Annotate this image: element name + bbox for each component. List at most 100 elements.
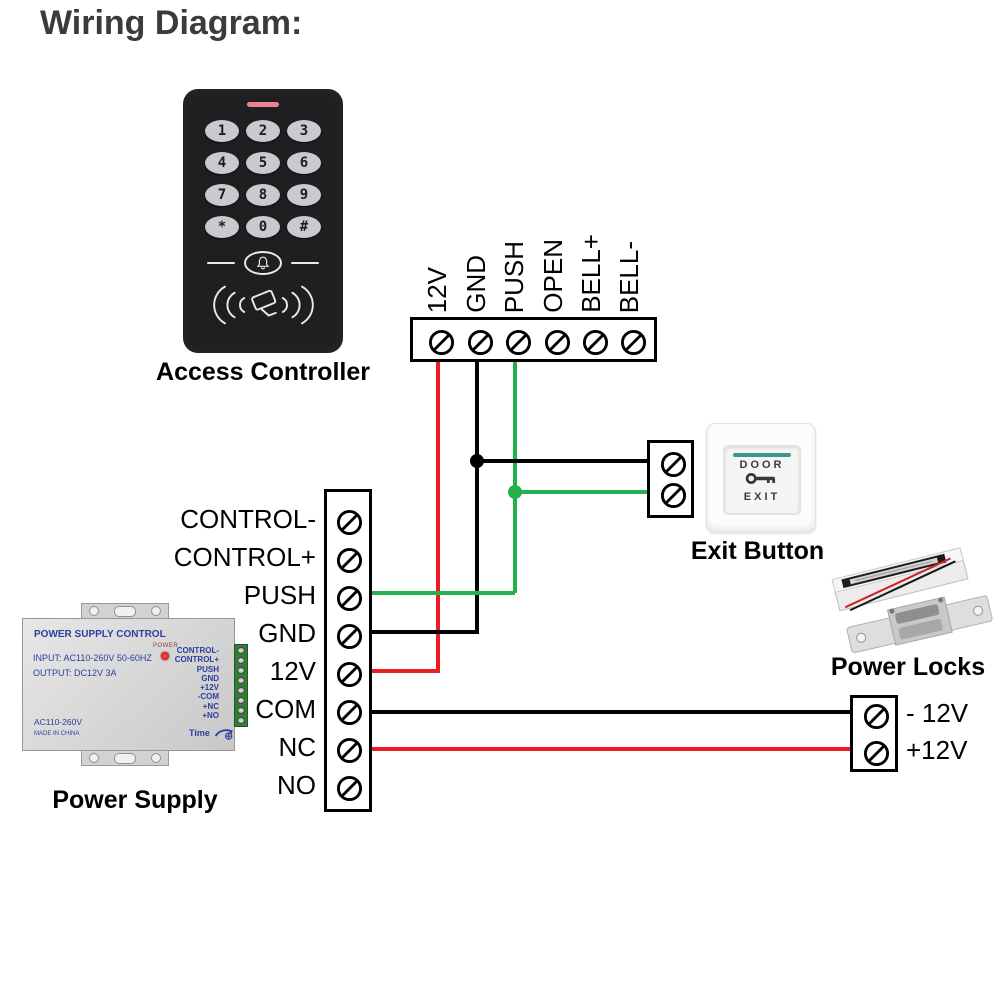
- psu-pin-label: CONTROL-: [176, 646, 219, 655]
- mount-hole: [89, 753, 100, 763]
- power-supply-body: POWER SUPPLY CONTROL INPUT: AC110-260V 5…: [22, 618, 235, 751]
- teal-stripe: [733, 453, 791, 457]
- keypad-key-7: 7: [205, 184, 239, 206]
- junction-dot-green: [508, 485, 522, 499]
- terminal-screw: [505, 329, 532, 356]
- terminal-pin-label: NC: [278, 732, 316, 762]
- psu-origin: MADE IN CHINA: [34, 731, 80, 737]
- controller-terminal-block: [410, 317, 657, 362]
- mounting-tab-top: [81, 603, 169, 619]
- terminal-screw: [336, 737, 363, 764]
- psu-green-connector: [234, 644, 248, 727]
- terminal-pin-label: OPEN: [538, 239, 568, 313]
- lock-power-label: - 12V: [906, 698, 969, 728]
- terminal-screw: [336, 623, 363, 650]
- exit-exit-text: EXIT: [743, 491, 781, 503]
- psu-pin-label: -COM: [197, 692, 219, 702]
- terminal-screw: [336, 661, 363, 688]
- mount-hole: [89, 606, 100, 616]
- terminal-pin-label: BELL+: [576, 234, 606, 313]
- power-supply-device: POWER SUPPLY CONTROL INPUT: AC110-260V 5…: [22, 603, 248, 769]
- terminal-pin-label: PUSH: [499, 240, 529, 313]
- psu-connector-pin: [237, 646, 245, 654]
- locks-terminal-labels: - 12V +12V: [906, 695, 968, 769]
- page-title: Wiring Diagram:: [40, 4, 303, 42]
- exit-button-face: DOOR EXIT: [723, 445, 801, 515]
- rfid-reader-icon: [211, 283, 316, 332]
- terminal-pin-label: BELL-: [614, 240, 644, 313]
- mount-slot: [113, 752, 136, 764]
- exit-button-device: DOOR EXIT: [706, 423, 816, 533]
- terminal-pin-label: 12V: [269, 656, 316, 686]
- power-terminal-block: [324, 489, 372, 812]
- doorbell-icon: [244, 251, 282, 275]
- locks-terminal-block: [850, 695, 898, 772]
- keypad-key-8: 8: [246, 184, 280, 206]
- keypad-key-4: 4: [205, 152, 239, 174]
- psu-input-spec: INPUT: AC110-260V 50-60HZ: [33, 653, 152, 663]
- left-dash: [207, 262, 235, 264]
- terminal-screw: [863, 740, 890, 767]
- power-locks-image: [831, 547, 993, 654]
- time-adjust-icon: [214, 729, 233, 740]
- keypad-key-1: 1: [205, 120, 239, 142]
- right-dash: [291, 262, 319, 264]
- access-controller-label: Access Controller: [156, 358, 370, 386]
- psu-title: POWER SUPPLY CONTROL: [34, 629, 166, 640]
- psu-pin-label: +12V: [200, 683, 219, 693]
- power-supply-label: Power Supply: [52, 786, 218, 814]
- mount-slot: [113, 605, 136, 617]
- terminal-screw: [582, 329, 609, 356]
- mounting-tab-bottom: [81, 750, 169, 766]
- psu-pin-label: CONTROL+: [174, 655, 219, 665]
- terminal-pin-label: CONTROL+: [173, 542, 316, 572]
- exit-door-text: DOOR: [739, 459, 785, 471]
- terminal-screw: [336, 775, 363, 802]
- psu-time-label: Time: [189, 727, 210, 738]
- psu-pin-label: +NC: [202, 701, 219, 711]
- psu-pin-label: PUSH: [196, 664, 219, 674]
- psu-connector-pin: [237, 676, 245, 684]
- terminal-screw: [660, 482, 687, 509]
- terminal-screw: [467, 329, 494, 356]
- terminal-screw: [660, 451, 687, 478]
- mount-hole: [150, 606, 161, 616]
- mount-hole: [150, 753, 161, 763]
- psu-voltage: AC110-260V: [34, 717, 83, 727]
- keypad-key-*: *: [205, 216, 239, 238]
- exit-terminal-block: [647, 440, 694, 518]
- terminal-screw: [620, 329, 647, 356]
- terminal-screw: [336, 547, 363, 574]
- wire-12v-red: [371, 362, 440, 673]
- keypad-key-#: #: [287, 216, 321, 238]
- lock-power-label: +12V: [906, 735, 968, 765]
- terminal-screw: [863, 703, 890, 730]
- keypad-key-2: 2: [246, 120, 280, 142]
- terminal-screw: [336, 699, 363, 726]
- psu-connector-pin: [237, 707, 245, 715]
- terminal-pin-label: NO: [277, 770, 316, 800]
- power-led: [161, 652, 169, 660]
- keypad-key-9: 9: [287, 184, 321, 206]
- psu-output-spec: OUTPUT: DC12V 3A: [33, 668, 117, 678]
- psu-time-adjust: Time: [189, 725, 237, 740]
- psu-power-led-label: POWER: [153, 643, 179, 649]
- terminal-pin-label: 12V: [422, 266, 452, 313]
- keypad-key-0: 0: [246, 216, 280, 238]
- terminal-pin-label: COM: [255, 694, 316, 724]
- wire-gnd-black: [371, 362, 479, 634]
- terminal-screw: [336, 585, 363, 612]
- terminal-pin-label: GND: [258, 618, 316, 648]
- doorbell-row: [183, 251, 343, 275]
- psu-pin-label: +NO: [202, 711, 219, 721]
- keypad-key-5: 5: [246, 152, 280, 174]
- psu-connector-pin: [237, 687, 245, 695]
- terminal-screw: [428, 329, 455, 356]
- psu-connector-pin: [237, 717, 245, 725]
- terminal-pin-label: PUSH: [243, 580, 316, 610]
- terminal-pin-label: CONTROL-: [180, 504, 316, 534]
